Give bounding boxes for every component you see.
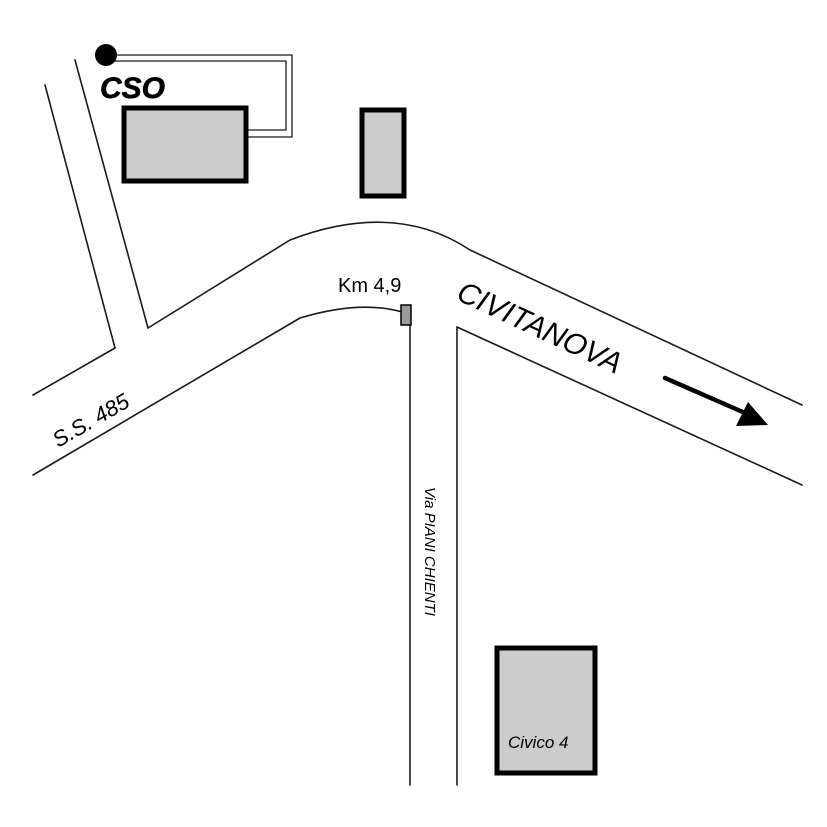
civico-4-building bbox=[494, 645, 598, 776]
cable-inner bbox=[115, 60, 287, 131]
side-road-right-edge bbox=[74, 59, 149, 329]
main-road-upper-edge bbox=[32, 221, 803, 406]
cable-outer bbox=[108, 54, 293, 138]
cso-label: CSO bbox=[100, 72, 165, 105]
km-marker-label: Km 4,9 bbox=[338, 275, 401, 297]
location-dot-icon bbox=[95, 44, 117, 66]
side-street-label: Via PIANI CHIENTI bbox=[421, 487, 438, 616]
road-name-label: S.S. 485 bbox=[48, 388, 134, 452]
cso-building bbox=[121, 105, 249, 184]
side-road-left-edge bbox=[44, 84, 116, 349]
building-top-center bbox=[359, 107, 407, 199]
km-marker-post bbox=[400, 304, 412, 326]
direction-arrow-icon bbox=[662, 375, 768, 426]
main-road-lower-edge-right bbox=[456, 326, 803, 486]
civico-4-label: Civico 4 bbox=[508, 733, 568, 752]
main-road-lower-edge-left bbox=[32, 306, 403, 476]
